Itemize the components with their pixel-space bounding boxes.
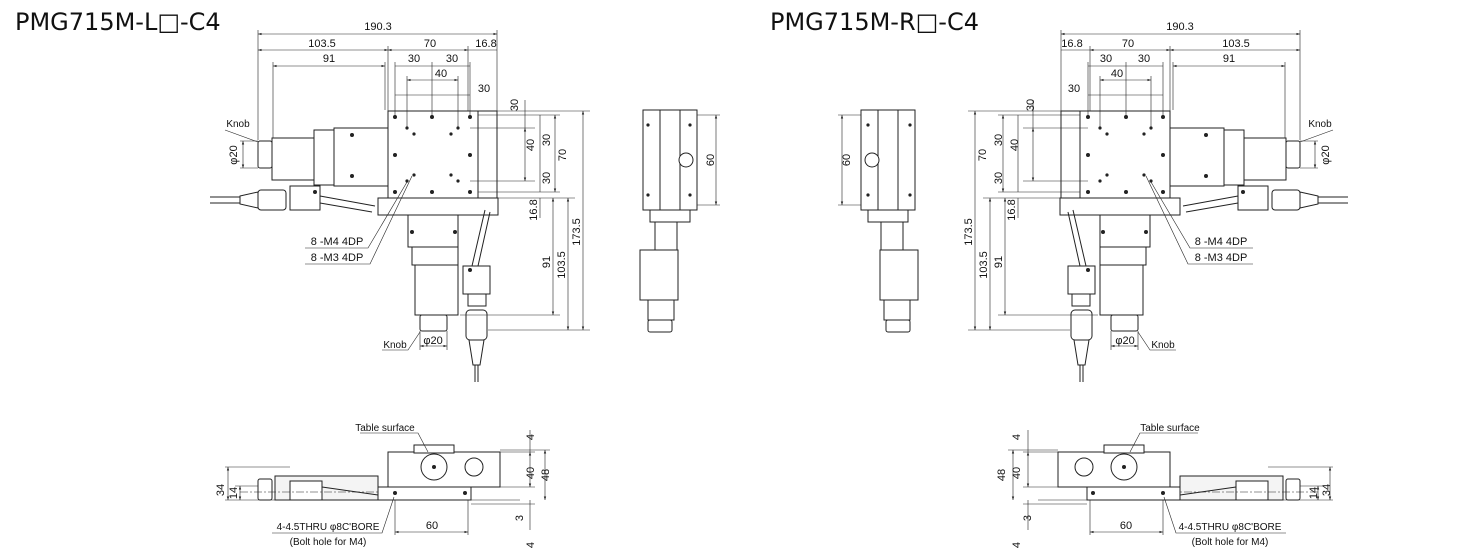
- dim-16-8: 16.8: [528, 199, 540, 220]
- dim-91: 91: [1223, 53, 1235, 65]
- m4-holes-label: 8 -M4 4DP: [1195, 236, 1248, 248]
- bolt-hole-label: 4-4.5THRU φ8C'BORE: [277, 522, 380, 533]
- dim-173-5: 173.5: [963, 218, 975, 246]
- m3-holes-label: 8 -M3 4DP: [311, 252, 364, 264]
- dim-30: 30: [408, 53, 420, 65]
- title-left: PMG715M-L□-C4: [15, 8, 221, 36]
- dim-190-3: 190.3: [364, 21, 392, 33]
- dim-40: 40: [435, 68, 447, 80]
- dim-48: 48: [996, 469, 1008, 481]
- dim-40: 40: [1011, 467, 1023, 479]
- title-right: PMG715M-R□-C4: [770, 8, 979, 36]
- dim-16-8: 16.8: [1061, 38, 1082, 50]
- dim-16-8: 16.8: [475, 38, 496, 50]
- phi20-label: φ20: [1320, 145, 1332, 164]
- dim-40: 40: [525, 139, 537, 151]
- dim-4: 4: [525, 434, 537, 440]
- dim-14: 14: [1308, 487, 1320, 499]
- table-surface-label: Table surface: [355, 423, 415, 434]
- phi20-label: φ20: [228, 145, 240, 164]
- dim-30: 30: [1138, 53, 1150, 65]
- table-surface-label: Table surface: [1140, 423, 1200, 434]
- phi20-label: φ20: [1115, 335, 1134, 347]
- dim-103-5: 103.5: [556, 251, 568, 279]
- dim-40: 40: [1111, 68, 1123, 80]
- dim-4: 4: [1011, 542, 1023, 548]
- dim-30: 30: [1068, 83, 1080, 95]
- knob-label: Knob: [1308, 119, 1332, 130]
- dim-34: 34: [215, 484, 227, 496]
- dim-103-5: 103.5: [308, 38, 336, 50]
- dim-30: 30: [478, 83, 490, 95]
- knob-label: Knob: [383, 340, 407, 351]
- left-labels: 190.3 103.5 70 16.8 91 30 30 40 30 30 30…: [215, 21, 717, 548]
- right-stage-drawing: [838, 30, 1348, 535]
- dim-190-3: 190.3: [1166, 21, 1194, 33]
- dim-4: 4: [1011, 434, 1023, 440]
- dim-14: 14: [228, 487, 240, 499]
- dim-70: 70: [557, 149, 569, 161]
- dim-30: 30: [1100, 53, 1112, 65]
- dim-3: 3: [514, 515, 526, 521]
- dim-103-5: 103.5: [978, 251, 990, 279]
- dim-3: 3: [1022, 515, 1034, 521]
- dim-70: 70: [424, 38, 436, 50]
- dim-60: 60: [705, 154, 717, 166]
- right-labels: 190.3 103.5 70 16.8 91 30 30 40 30 30 30…: [841, 21, 1333, 548]
- dim-30: 30: [1025, 99, 1037, 111]
- bolt-hole-label: 4-4.5THRU φ8C'BORE: [1179, 522, 1282, 533]
- left-stage-drawing: [210, 30, 720, 535]
- dim-48: 48: [540, 469, 552, 481]
- dim-60: 60: [841, 154, 853, 166]
- dim-40: 40: [525, 467, 537, 479]
- dim-30: 30: [541, 134, 553, 146]
- dim-30: 30: [993, 134, 1005, 146]
- dim-103-5: 103.5: [1222, 38, 1250, 50]
- bolt-hole-note: (Bolt hole for M4): [1192, 537, 1269, 548]
- dim-30: 30: [509, 99, 521, 111]
- m3-holes-label: 8 -M3 4DP: [1195, 252, 1248, 264]
- dim-91: 91: [541, 256, 553, 268]
- dim-91: 91: [323, 53, 335, 65]
- dim-70: 70: [1122, 38, 1134, 50]
- knob-label: Knob: [1151, 340, 1175, 351]
- dim-60: 60: [426, 520, 438, 532]
- dim-173-5: 173.5: [571, 218, 583, 246]
- bolt-hole-note: (Bolt hole for M4): [290, 537, 367, 548]
- dim-91: 91: [993, 256, 1005, 268]
- dim-40: 40: [1009, 139, 1021, 151]
- phi20-label: φ20: [423, 335, 442, 347]
- dim-34: 34: [1321, 484, 1333, 496]
- dim-60: 60: [1120, 520, 1132, 532]
- dim-30: 30: [541, 172, 553, 184]
- dim-4: 4: [525, 542, 537, 548]
- dim-16-8: 16.8: [1006, 199, 1018, 220]
- knob-label: Knob: [226, 119, 250, 130]
- dim-30: 30: [446, 53, 458, 65]
- m4-holes-label: 8 -M4 4DP: [311, 236, 364, 248]
- dim-70: 70: [977, 149, 989, 161]
- dim-30: 30: [993, 172, 1005, 184]
